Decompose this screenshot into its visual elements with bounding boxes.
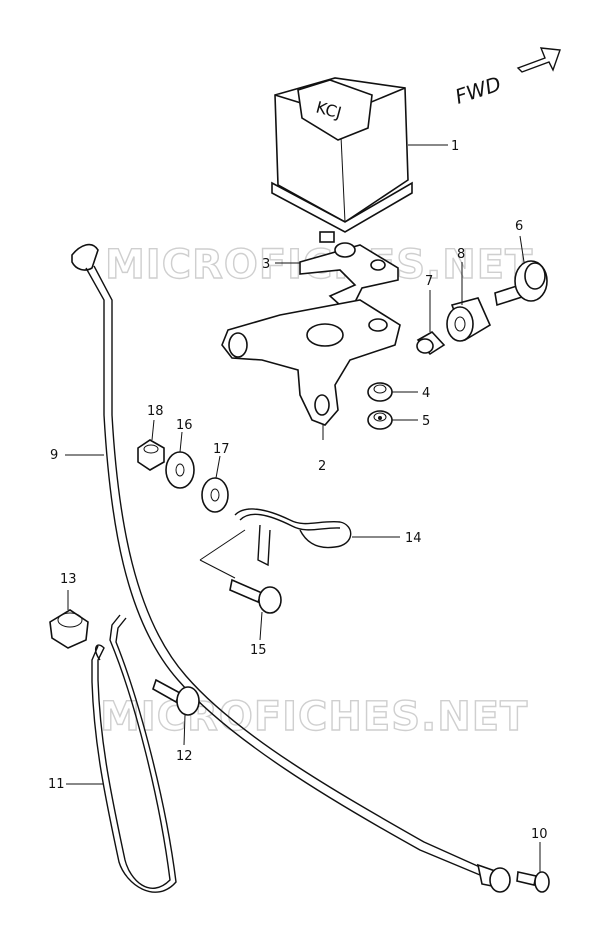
part-7-collar bbox=[416, 330, 446, 356]
callout-14: 14 bbox=[405, 531, 422, 546]
part-2-lower-bracket bbox=[221, 299, 401, 426]
part-13-nut bbox=[49, 609, 89, 649]
part-9-cable bbox=[71, 243, 511, 893]
callout-4: 4 bbox=[422, 386, 430, 401]
part-14-spring-clip bbox=[199, 508, 352, 579]
part-10-screw bbox=[516, 871, 550, 893]
callout-3: 3 bbox=[262, 257, 270, 272]
part-5-grommet bbox=[367, 410, 393, 430]
part-1-module-box: KCJ bbox=[271, 77, 413, 243]
part-12-bolt bbox=[152, 678, 200, 716]
part-8-bushing bbox=[446, 297, 492, 342]
callout-5: 5 bbox=[422, 414, 430, 429]
part-11-wire-clip bbox=[91, 614, 177, 893]
fwd-arrow-icon bbox=[516, 47, 561, 73]
part-4-grommet bbox=[367, 382, 393, 402]
callout-12: 12 bbox=[176, 749, 193, 764]
callout-9: 9 bbox=[50, 448, 58, 463]
callout-8: 8 bbox=[457, 247, 465, 262]
callout-2: 2 bbox=[318, 459, 326, 474]
callout-7: 7 bbox=[425, 274, 433, 289]
callout-13: 13 bbox=[60, 572, 77, 587]
callout-10: 10 bbox=[531, 827, 548, 842]
callout-17: 17 bbox=[213, 442, 230, 457]
callout-1: 1 bbox=[451, 139, 459, 154]
part-3-upper-bracket bbox=[299, 242, 399, 306]
part-6-bolt bbox=[494, 260, 548, 307]
leader-lines bbox=[65, 144, 541, 872]
part-16-washer bbox=[165, 451, 195, 489]
callout-11: 11 bbox=[48, 777, 65, 792]
callout-18: 18 bbox=[147, 404, 164, 419]
callout-6: 6 bbox=[515, 219, 523, 234]
part-17-lock-washer bbox=[201, 477, 229, 513]
fwd-indicator: FWD bbox=[452, 47, 561, 109]
callout-16: 16 bbox=[176, 418, 193, 433]
fwd-label: FWD bbox=[452, 72, 504, 109]
part-18-nut bbox=[137, 439, 165, 471]
watermark-bottom: MICROFICHES.NET bbox=[100, 694, 528, 740]
part-15-screw bbox=[229, 578, 282, 614]
callout-15: 15 bbox=[250, 643, 267, 658]
